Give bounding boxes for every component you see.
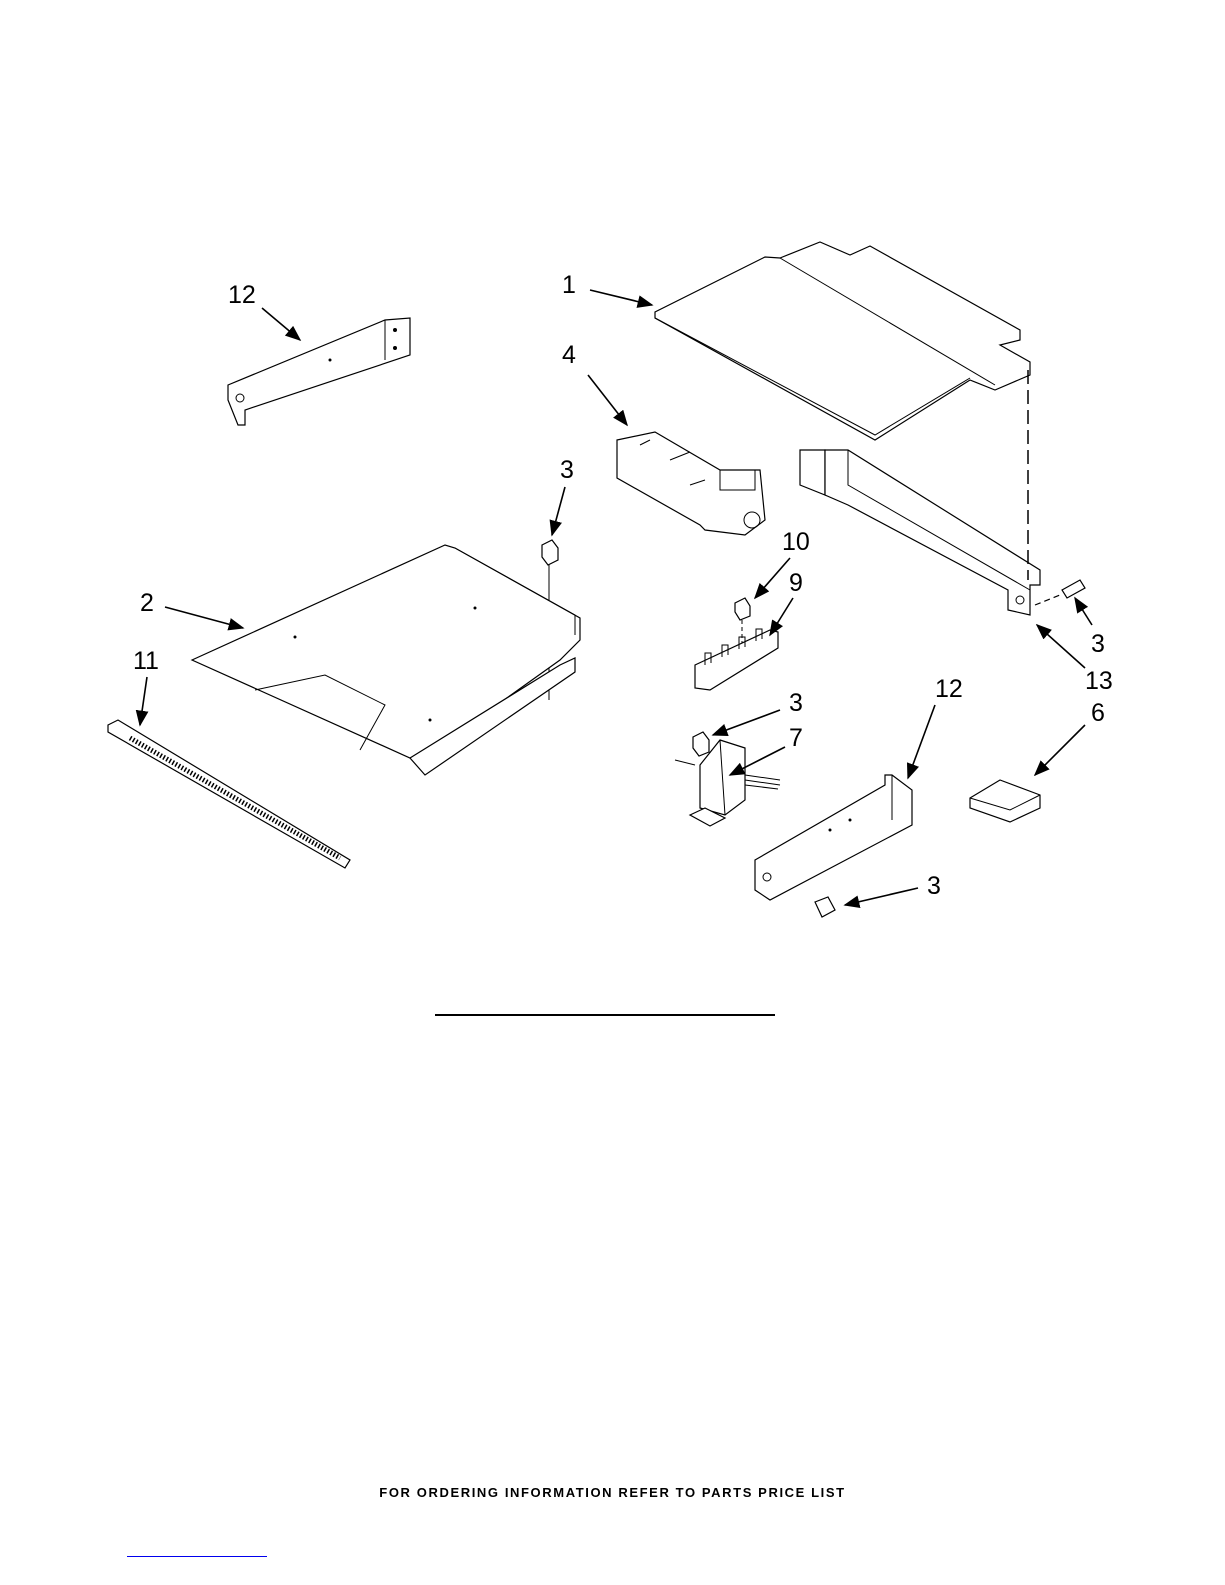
callout-3: 3	[789, 689, 803, 717]
callout-12: 12	[228, 281, 256, 309]
part-7-transformer	[674, 739, 781, 827]
part-12-bracket-upper	[227, 317, 411, 426]
callout-2: 2	[140, 589, 154, 617]
callout-11: 11	[133, 647, 159, 675]
part-12-bracket-lower	[754, 774, 913, 901]
callout-4: 4	[562, 341, 576, 369]
callout-3: 3	[560, 456, 574, 484]
footer-note: FOR ORDERING INFORMATION REFER TO PARTS …	[379, 1485, 846, 1500]
part-3-screw-d	[814, 896, 836, 918]
link-underline[interactable]	[127, 1556, 267, 1557]
callout-12: 12	[935, 675, 963, 703]
callout-13: 13	[1085, 667, 1113, 695]
callout-10: 10	[782, 528, 810, 556]
callout-3: 3	[1091, 630, 1105, 658]
part-2-panel	[190, 544, 581, 776]
part-3-screw-b	[692, 731, 710, 757]
callout-9: 9	[789, 569, 803, 597]
callout-arrows	[135, 289, 1093, 908]
part-6-cover	[969, 779, 1041, 823]
callout-1: 1	[562, 271, 576, 299]
part-11-vent-strip	[107, 719, 351, 869]
part-9-connector	[694, 628, 779, 691]
divider-rule	[435, 1014, 775, 1016]
part-1-panel	[654, 241, 1031, 441]
callout-3: 3	[927, 872, 941, 900]
callout-6: 6	[1091, 699, 1105, 727]
part-13-rail	[799, 370, 1086, 616]
callout-7: 7	[789, 724, 803, 752]
part-4-component	[616, 431, 766, 536]
